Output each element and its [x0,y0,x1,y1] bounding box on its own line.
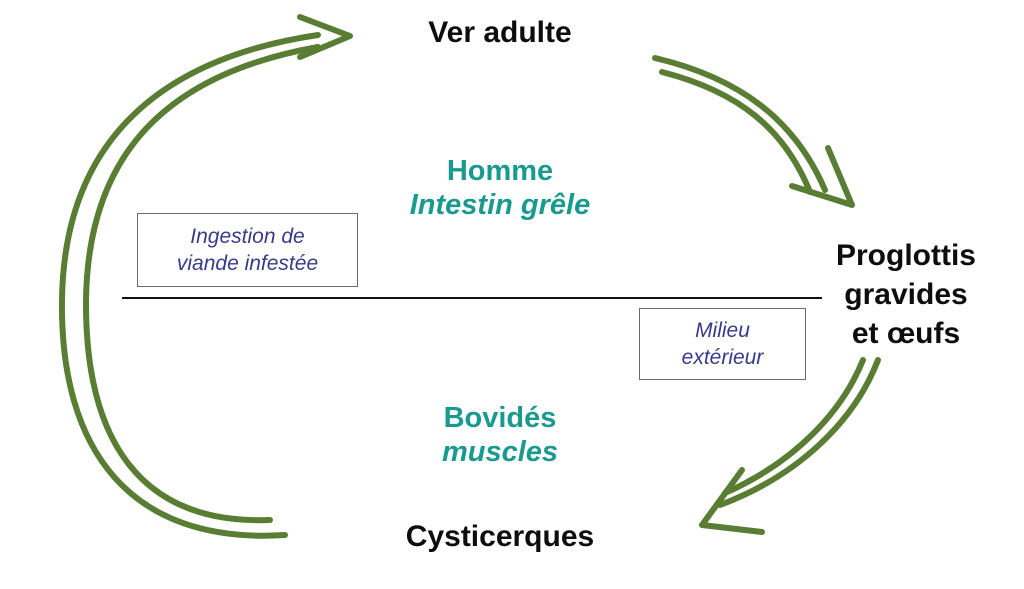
stage-proglottis-line1: Proglottis [836,239,976,272]
stage-proglottis: Proglottis gravides et œufs [812,236,1000,353]
note-environment-line1: Milieu [695,319,750,342]
stage-adult-worm: Ver adulte [428,16,572,49]
arrow-adult-to-proglottis [652,55,855,208]
definitive-host-site: Intestin grêle [409,189,591,221]
stage-proglottis-line3: et œufs [851,317,961,350]
note-ingestion: Ingestion de viande infestée [137,213,358,287]
intermediate-host-label: Bovidés muscles [380,401,620,469]
note-ingestion-line2: viande infestée [176,252,319,275]
environment-divider-line [122,297,822,299]
arrow-proglottis-to-cysticerques [699,357,881,535]
arrow-cysticerques-to-adult [58,14,353,539]
stage-proglottis-line2: gravides [844,278,968,311]
note-ingestion-line1: Ingestion de [190,225,305,248]
note-environment-line2: extérieur [681,346,764,369]
definitive-host-name: Homme [446,155,554,187]
note-environment: Milieu extérieur [639,308,806,380]
intermediate-host-site: muscles [441,436,559,468]
stage-cysticercus: Cysticerques [405,520,595,553]
definitive-host-label: Homme Intestin grêle [370,154,630,222]
intermediate-host-name: Bovidés [443,402,557,434]
